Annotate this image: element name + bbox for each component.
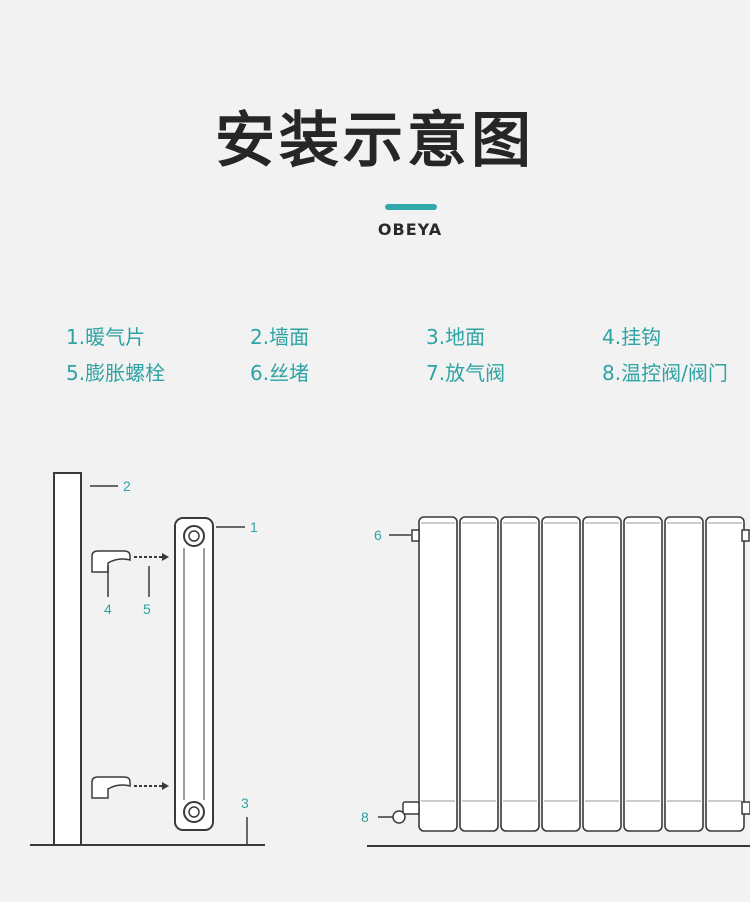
callout-4: 4 [104, 601, 112, 617]
plug-icon [741, 529, 750, 542]
legend-item-floor: 3.地面 [426, 325, 486, 349]
callout-6: 6 [374, 527, 382, 543]
wall-section [53, 472, 82, 846]
legend-item-hook: 4.挂钩 [602, 325, 662, 349]
hook-icon [91, 550, 131, 573]
valve-body-icon [741, 801, 750, 815]
callout-1: 1 [250, 519, 258, 535]
front-view: 6 8 [361, 516, 750, 847]
radiator-section [582, 516, 622, 832]
legend-item-wall: 2.墙面 [250, 325, 310, 349]
pipe-port-bottom-icon [183, 801, 205, 823]
accent-bar [385, 204, 437, 210]
pipe-port-top-inner [188, 530, 200, 542]
callout-8: 8 [361, 809, 369, 825]
parts-legend: 1.暖气片 2.墙面 3.地面 4.挂钩 5.膨胀螺栓 6.丝堵 7.放气阀 8… [66, 324, 750, 386]
radiator-section [541, 516, 581, 832]
radiator-side-profile [174, 517, 214, 831]
legend-item-radiator: 1.暖气片 [66, 325, 146, 349]
valve-body-icon [402, 801, 420, 815]
hook-icon [91, 776, 131, 799]
radiator-sections [418, 516, 745, 832]
callout-2: 2 [123, 478, 131, 494]
radiator-section [459, 516, 499, 832]
bolt-head-icon [162, 553, 169, 561]
side-view: 2 4 5 1 3 [30, 472, 265, 846]
radiator-section [500, 516, 540, 832]
legend-item-expansion-bolt: 5.膨胀螺栓 [66, 361, 166, 385]
pipe-port-top-icon [183, 525, 205, 547]
pipe-port-bottom-inner [188, 806, 200, 818]
valve-knob-icon [392, 810, 406, 824]
radiator-section [418, 516, 458, 832]
callout-5: 5 [143, 601, 151, 617]
legend-item-thermostatic-valve: 8.温控阀/阀门 [602, 361, 728, 385]
page-title: 安装示意图 [215, 106, 535, 176]
legend-item-plug: 6.丝堵 [250, 361, 310, 385]
radiator-section [705, 516, 745, 832]
legend-item-air-valve: 7.放气阀 [426, 361, 506, 385]
radiator-section [664, 516, 704, 832]
plug-icon [411, 529, 420, 542]
callout-3: 3 [241, 795, 249, 811]
radiator-section [623, 516, 663, 832]
bolt-head-icon [162, 782, 169, 790]
brand-label: OBEYA [377, 220, 443, 239]
